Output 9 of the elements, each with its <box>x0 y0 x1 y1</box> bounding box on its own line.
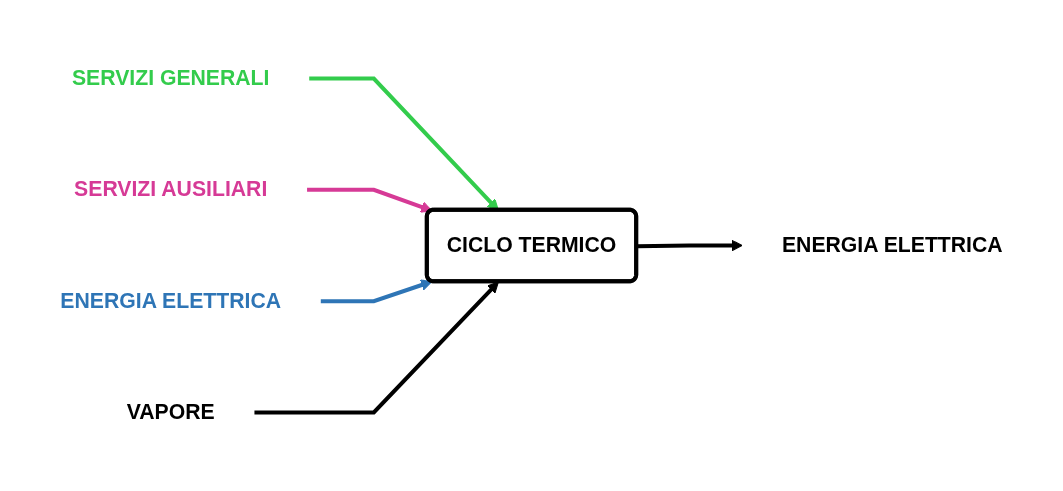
arrow <box>320 279 433 304</box>
arrow <box>254 281 499 415</box>
node-text: ENERGIA ELETTRICA <box>60 289 282 312</box>
node-text: SERVIZI AUSILIARI <box>74 177 268 201</box>
node-text: ENERGIA ELETTRICA <box>781 233 1003 257</box>
arrow <box>307 187 433 213</box>
node-text: SERVIZI GENERALI <box>71 66 270 90</box>
node-text: VAPORE <box>126 400 215 424</box>
arrow <box>309 76 499 211</box>
